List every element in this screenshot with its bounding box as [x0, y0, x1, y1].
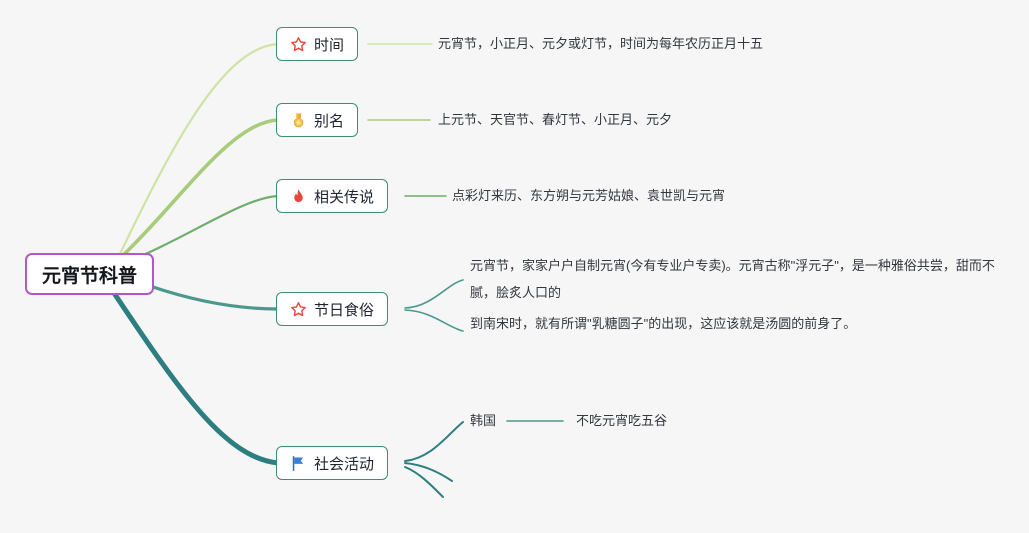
topic-label-alias: 别名: [314, 112, 345, 130]
branch-root-time: [116, 42, 280, 260]
leaf-text-time[interactable]: 元宵节，小正月、元夕或灯节，时间为每年农历正月十五: [438, 36, 764, 51]
root-node[interactable]: 元宵节科普: [25, 253, 155, 295]
blue-flag-icon: [290, 455, 307, 472]
connector-activity-stub2: [404, 466, 444, 498]
connector-food-leaf1: [404, 279, 464, 309]
connector-food-leaf2: [404, 309, 464, 332]
red-star-icon: [290, 301, 307, 318]
topic-label-legends: 相关传说: [314, 188, 375, 206]
gold-medal-icon: [290, 112, 307, 129]
red-star-icon: [290, 36, 307, 53]
topic-label-time: 时间: [314, 36, 345, 54]
connector-activity-stub1: [404, 462, 453, 482]
red-flame-icon: [290, 188, 307, 205]
root-node-label: 元宵节科普: [42, 265, 138, 287]
leaf-text-food-2[interactable]: 到南宋时，就有所谓"乳糖圆子"的出现，这应该就是汤圆的前身了。: [470, 316, 857, 331]
topic-node-activities[interactable]: 社会活动: [276, 446, 389, 480]
connector-activity-korea: [404, 421, 464, 462]
branch-root-alias: [116, 118, 280, 262]
leaf-text-korea[interactable]: 不吃元宵吃五谷: [576, 413, 668, 428]
leaf-text-alias[interactable]: 上元节、天官节、春灯节、小正月、元夕: [438, 112, 673, 127]
subnode-korea[interactable]: 韩国: [470, 413, 497, 428]
leaf-text-legends[interactable]: 点彩灯来历、东方朔与元芳姑娘、袁世凯与元宵: [452, 188, 726, 203]
topic-node-food[interactable]: 节日食俗: [276, 292, 389, 326]
topic-node-alias[interactable]: 别名: [276, 103, 359, 137]
topic-node-legends[interactable]: 相关传说: [276, 179, 389, 213]
topic-label-food: 节日食俗: [314, 301, 375, 319]
leaf-text-food-1[interactable]: 元宵节，家家户户自制元宵(今有专业户专卖)。元宵古称"浮元子"，是一种雅俗共尝，…: [470, 258, 995, 300]
topic-label-activities: 社会活动: [314, 455, 375, 473]
branch-root-activity: [109, 287, 281, 466]
branch-root-food: [148, 284, 280, 311]
topic-node-time[interactable]: 时间: [276, 27, 359, 61]
